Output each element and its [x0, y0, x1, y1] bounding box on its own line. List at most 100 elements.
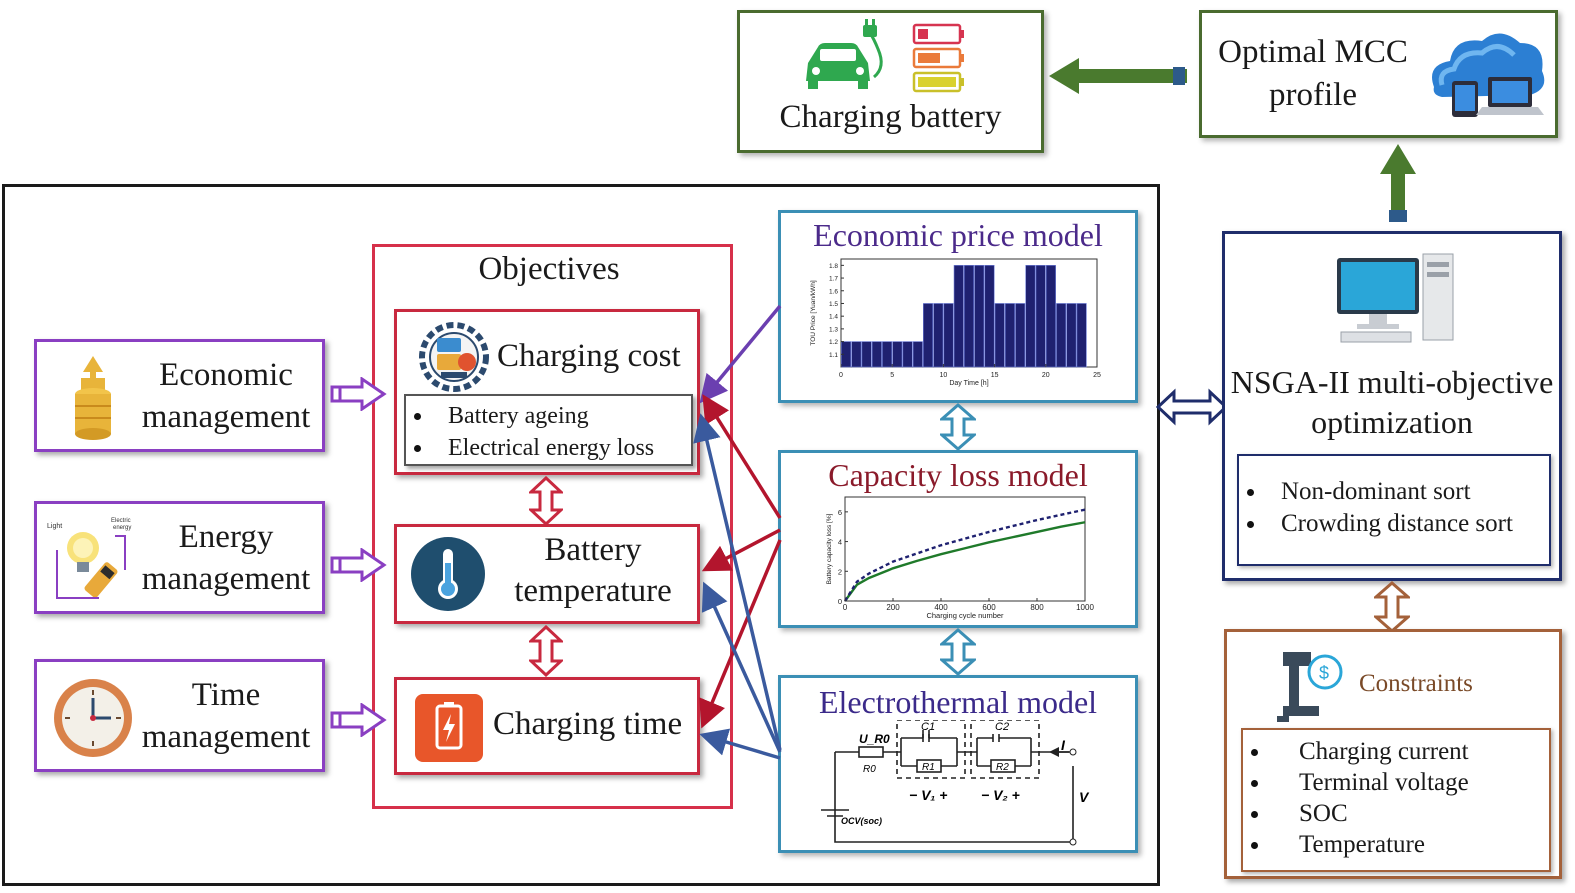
- economic-management-box: Economic management: [34, 339, 325, 452]
- price-y-tick-label: 1.2: [829, 339, 838, 346]
- objectives-frame: [372, 244, 733, 809]
- up-arrow-to-optimal-profile: [1380, 144, 1416, 222]
- price-y-tick-label: 1.7: [829, 276, 838, 283]
- price-y-tick-label: 1.3: [829, 326, 838, 333]
- model-to-objective-arrows: [693, 304, 782, 760]
- economic-price-model-title: Economic price model: [813, 217, 1103, 253]
- constraint-soc: SOC: [1243, 798, 1469, 829]
- nsga-sort-box: Non-dominant sort Crowding distance sort: [1237, 454, 1551, 566]
- price-y-axis-label: TOU Price [Yuan/kWh]: [810, 280, 817, 345]
- objectives-title: Objectives: [478, 251, 620, 287]
- optimal-mcc-profile-box: Optimal MCC profile: [1199, 10, 1558, 138]
- time-management-box: Time management: [34, 659, 325, 772]
- capacity-loss-model-title: Capacity loss model: [828, 457, 1088, 493]
- charging-battery-box: Charging battery: [737, 10, 1044, 153]
- price-bar: [953, 265, 964, 368]
- c2-label: C2: [995, 721, 1009, 733]
- temperature-time-double-arrow: [529, 625, 563, 677]
- price-bar: [994, 303, 1005, 368]
- current-label: I: [1061, 737, 1066, 753]
- equivalent-circuit: U_R0 R0 C1 C2 R1 R2 − V₁ + − V₂ + I V OC…: [821, 720, 1090, 846]
- loss-x-tick-label: 1000: [1076, 603, 1094, 612]
- c1-label: C1: [921, 721, 935, 733]
- time-management-label: Time management: [141, 677, 311, 755]
- coin-stack-icon: [75, 356, 111, 440]
- svg-text:$: $: [1319, 663, 1329, 683]
- price-bar: [1004, 303, 1015, 368]
- price-capacity-double-arrow: [940, 403, 976, 451]
- price-bar: [1035, 265, 1046, 368]
- loss-x-tick-label: 200: [886, 603, 900, 612]
- loss-x-tick-label: 0: [843, 603, 848, 612]
- system-frame: [2, 184, 1160, 886]
- nsga-title: NSGA-II multi-objective optimization: [1230, 364, 1554, 440]
- clock-icon: [54, 679, 132, 757]
- loss-series-dashed: [843, 508, 1086, 602]
- ocv-label: OCV(soc): [841, 816, 882, 826]
- price-bar: [892, 341, 903, 368]
- u-r0-label: U_R0: [859, 732, 890, 746]
- charging-cost-label: Charging cost: [497, 338, 681, 374]
- battery-levels-icon: [912, 23, 964, 93]
- capacity-electrothermal-double-arrow: [940, 628, 976, 676]
- electrothermal-model-box: Electrothermal model U_R0 R0 C1 C2 R1: [778, 675, 1138, 853]
- factor-electrical-energy-loss: Electrical energy loss: [406, 432, 654, 464]
- price-bar: [1025, 265, 1036, 368]
- nsga-box: NSGA-II multi-objective optimization Non…: [1222, 231, 1562, 581]
- price-x-tick-label: 10: [940, 372, 948, 379]
- models-nsga-double-arrow: [1156, 388, 1228, 426]
- energy-to-temperature-arrow: [330, 548, 387, 582]
- price-y-tick-label: 1.1: [829, 352, 838, 359]
- loss-series-solid: [844, 521, 1086, 602]
- constraints-box: $ Constraints Charging current Terminal …: [1224, 629, 1562, 879]
- r0-label: R0: [863, 764, 876, 775]
- loss-y-tick-label: 0: [838, 597, 842, 606]
- time-to-charging-time-arrow: [330, 703, 387, 737]
- price-bar: [851, 341, 862, 368]
- cloud-devices-icon: [1432, 33, 1545, 117]
- price-bar: [933, 303, 944, 368]
- r1-label: R1: [922, 762, 935, 773]
- constraint-charging-current: Charging current: [1243, 736, 1469, 767]
- loss-y-tick-label: 4: [838, 538, 842, 547]
- loss-y-tick-label: 6: [838, 508, 842, 517]
- battery-temperature-box: Battery temperature: [394, 524, 700, 624]
- price-bar: [902, 341, 913, 368]
- price-bar: [871, 341, 882, 368]
- price-y-tick-label: 1.8: [829, 263, 838, 270]
- voltage-label: V: [1079, 789, 1090, 805]
- thermometer-icon: [411, 537, 485, 611]
- left-arrow-to-charging-battery: [1049, 58, 1187, 94]
- svg-text:Electric: Electric: [111, 518, 131, 524]
- battery-charging-icon: [415, 694, 483, 762]
- economic-management-label: Economic management: [141, 357, 311, 435]
- constraint-temperature: Temperature: [1243, 829, 1469, 860]
- electric-car-icon: [806, 19, 883, 89]
- nsga-sort-list: Non-dominant sort Crowding distance sort: [1239, 476, 1513, 540]
- energy-management-box: Light Electric energy Energy management: [34, 501, 325, 614]
- charging-time-box: Charging time: [394, 677, 700, 775]
- desktop-computer-icon: [1337, 253, 1454, 343]
- charging-time-label: Charging time: [493, 706, 683, 742]
- loss-y-axis-label: Battery capacity loss [%]: [826, 513, 833, 584]
- price-y-tick-label: 1.5: [829, 301, 838, 308]
- nsga-item-non-dominant-sort: Non-dominant sort: [1239, 476, 1513, 508]
- loss-y-tick-label: 2: [838, 567, 842, 576]
- battery-temperature-label: Battery temperature: [514, 532, 672, 609]
- v2-label: − V₂ +: [981, 787, 1020, 803]
- cost-factors-list: Battery ageing Electrical energy loss: [406, 400, 654, 464]
- cost-temperature-double-arrow: [529, 476, 563, 526]
- price-bar: [974, 265, 985, 368]
- economic-to-cost-arrow: [330, 377, 387, 411]
- price-bar: [1045, 265, 1056, 368]
- price-bar: [943, 303, 954, 368]
- loss-x-axis-label: Charging cycle number: [926, 611, 1004, 620]
- gear-coin-icon: [419, 322, 489, 392]
- price-y-tick-label: 1.4: [829, 314, 838, 321]
- price-bar: [923, 303, 934, 368]
- price-bar: [1066, 303, 1077, 368]
- charging-battery-label: Charging battery: [779, 99, 1002, 135]
- price-y-tick-label: 1.6: [829, 288, 838, 295]
